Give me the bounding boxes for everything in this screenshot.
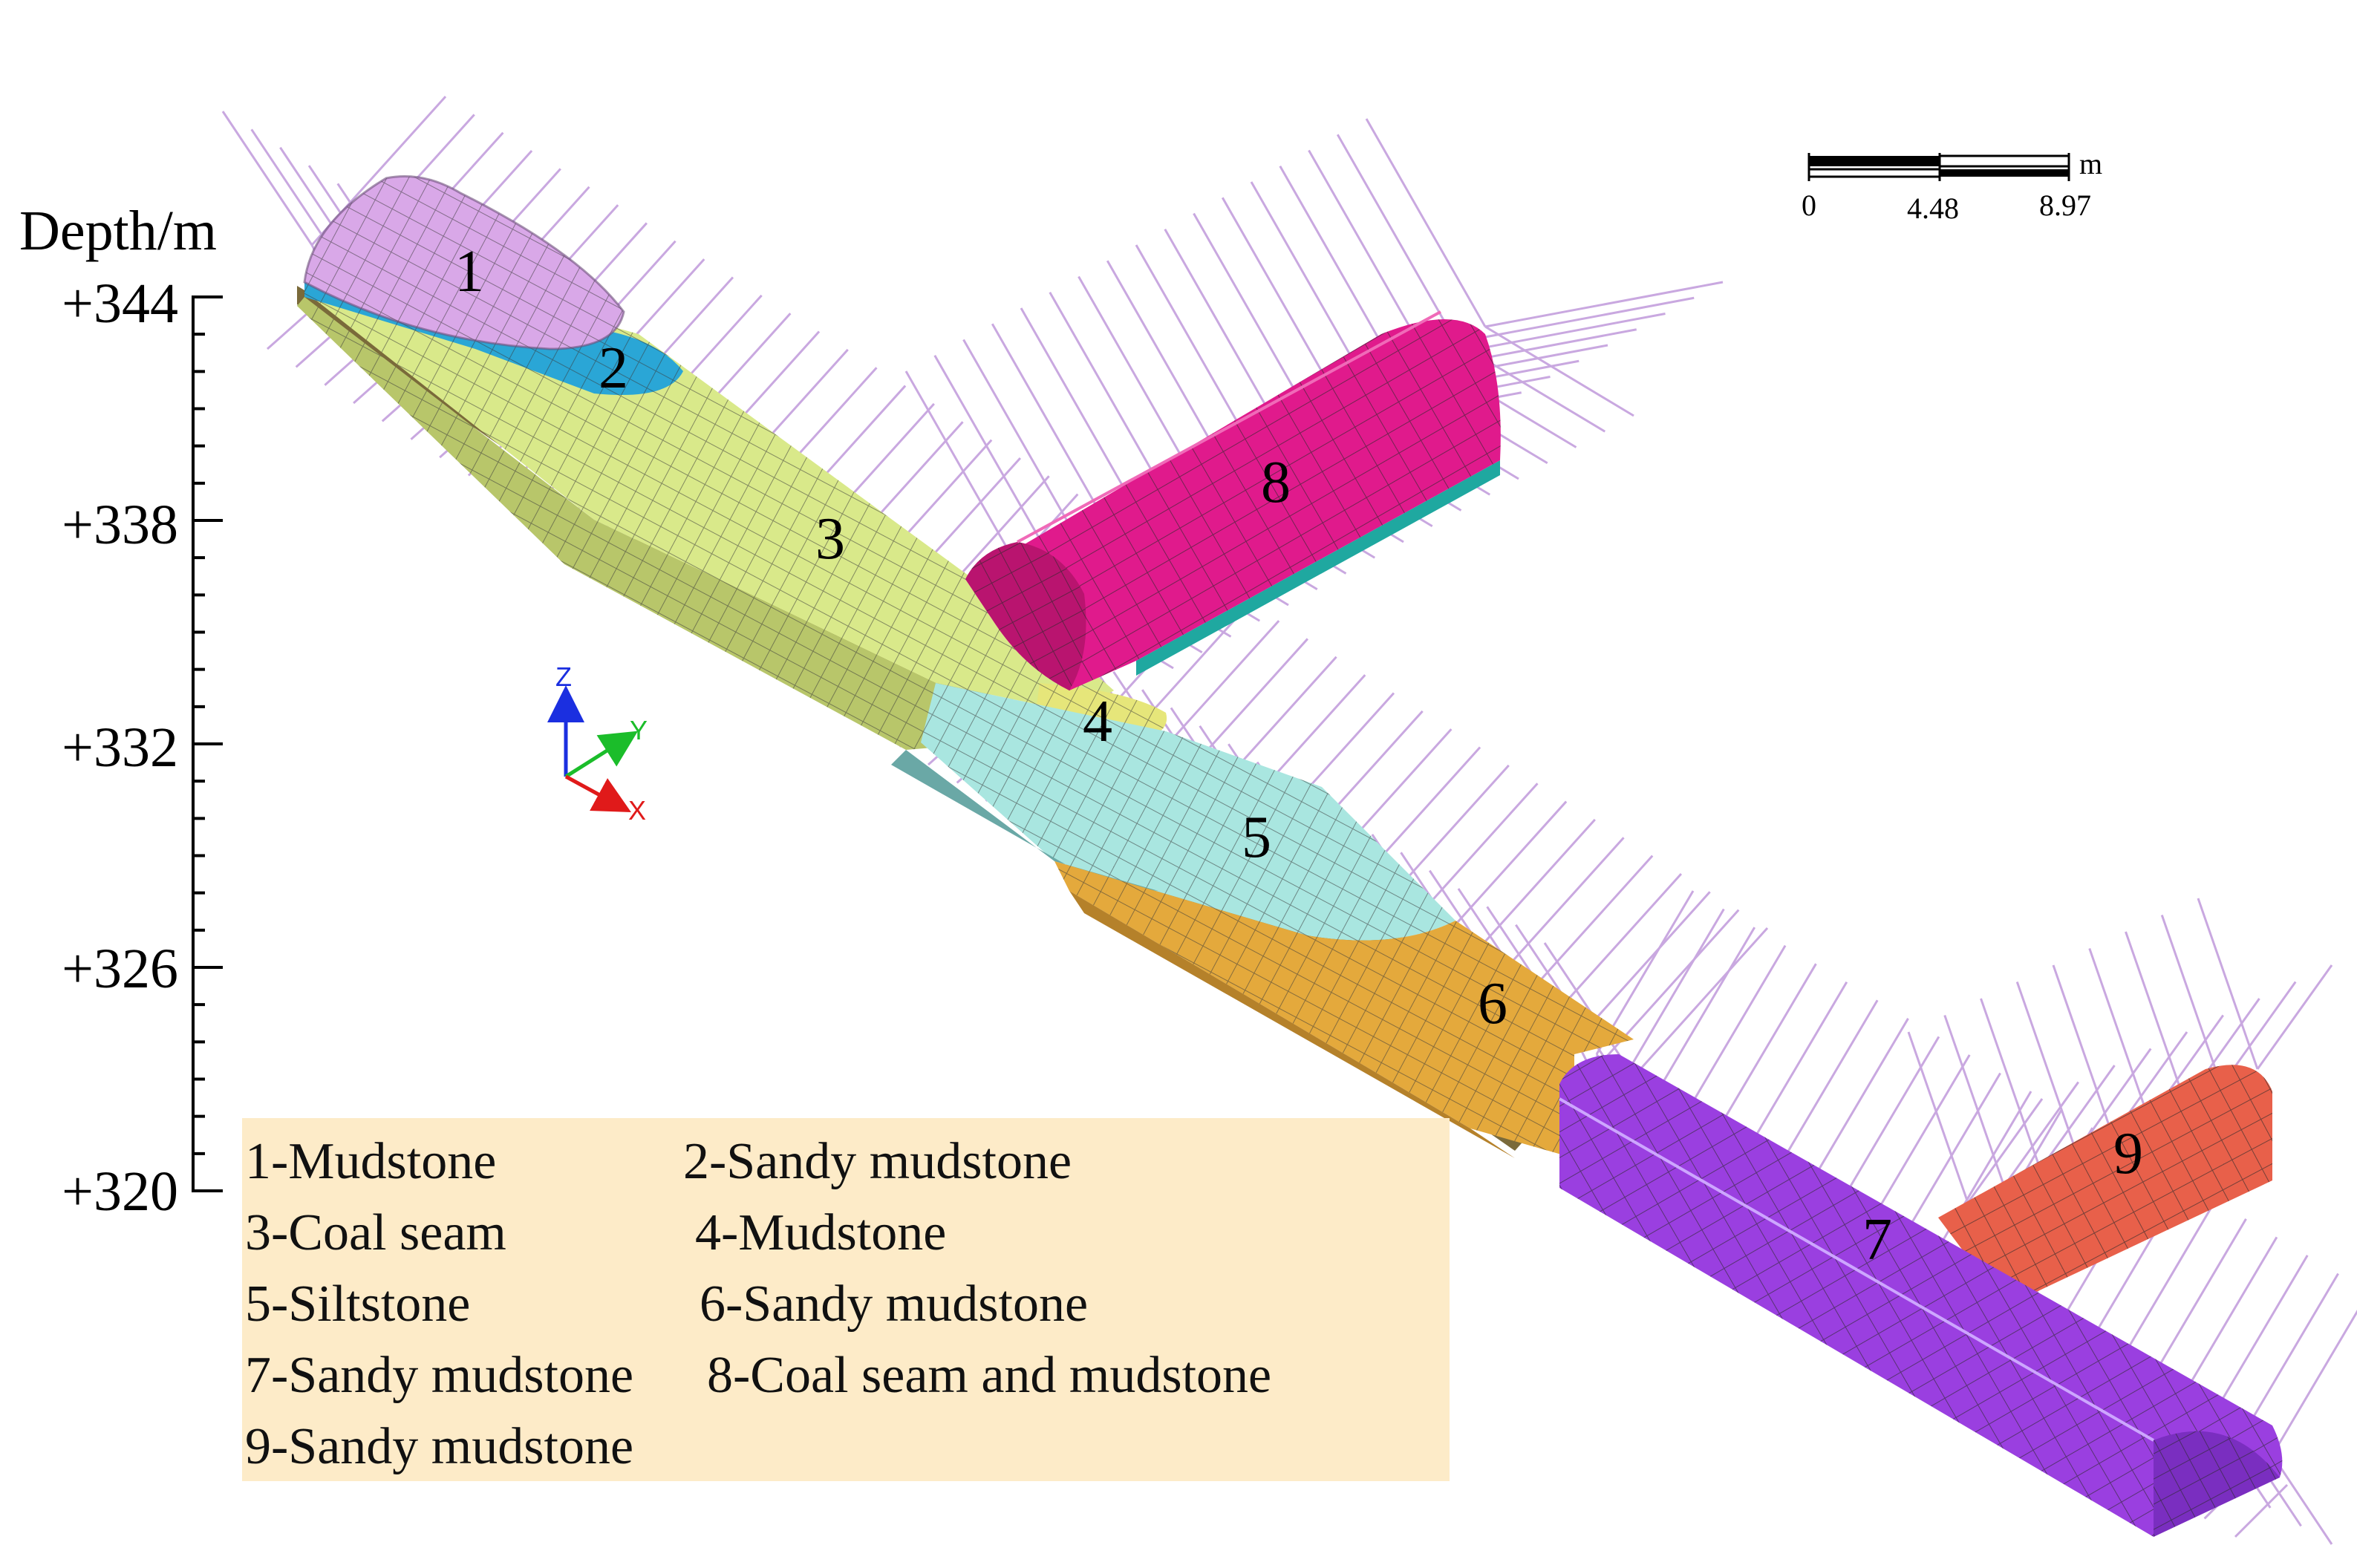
region-label-9: 9 [2113,1121,2143,1186]
rock-bolt [2088,948,2151,1120]
coordinate-triad: Z Y X [547,662,648,826]
region-number-labels: 1 2 3 4 5 6 7 8 9 [454,239,2143,1273]
rock-bolt [962,339,1083,549]
rock-bolt [1779,999,1879,1165]
rock-bolt [1687,944,1787,1110]
triad-y-label: Y [630,715,648,745]
rock-bolt [1135,244,1256,454]
rock-bolt [1626,908,1725,1074]
rock-bolt [221,111,313,246]
rock-bolt [2271,1310,2357,1456]
rock-bolt [2003,1081,2079,1187]
scale-bar-label-max: 8.97 [2039,189,2091,222]
region-label-1: 1 [454,239,484,304]
triad-x-label: X [628,795,646,826]
rock-bolt [1336,134,1458,343]
depth-tick-label-320: +320 [62,1160,178,1223]
region-label-5: 5 [1242,805,1271,870]
legend-item-2: 2-Sandy mudstone [683,1133,1072,1190]
legend-item-9: 9-Sandy mudstone [245,1418,634,1475]
region-7-sandy-mudstone-roadway [1559,1054,2283,1537]
rock-bolt [2015,981,2078,1153]
rock-bolt [1049,292,1170,501]
rock-bolt [1078,275,1199,486]
rock-bolt [2197,898,2259,1070]
rock-bolt [1841,1036,1940,1201]
rock-bolt [1632,927,1769,1078]
rock-bolt [2148,1218,2247,1383]
scale-bar: m 0 4.48 8.97 [1802,147,2102,225]
depth-tick-label-344: +344 [62,272,178,335]
rock-bolt [2179,1236,2278,1402]
scale-bar-unit: m [2079,147,2102,180]
rock-bolt [933,355,1055,564]
lithology-legend: 1-Mudstone 2-Sandy mudstone 3-Coal seam … [242,1118,1450,1481]
depth-tick-label-338: +338 [62,494,178,556]
rock-bolt [1455,296,1695,344]
rock-bolt [2117,1200,2217,1365]
region-label-3: 3 [815,506,845,572]
depth-tick-label-326: +326 [62,938,178,1000]
depth-axis: Depth/m +344 +338 +332 +326 +320 [19,200,223,1223]
legend-item-7: 7-Sandy mudstone [245,1347,634,1404]
depth-axis-ticks [192,295,223,1192]
rock-bolt [2234,1483,2289,1538]
rock-bolt [1657,927,1756,1091]
rock-bolt [1484,325,1634,417]
rock-bolt [1106,260,1228,469]
rock-bolt [1718,963,1817,1128]
region-8-coal-seam-and-mudstone-roadway [965,310,1501,690]
rock-bolt [2271,1454,2333,1545]
rock-bolt [2240,1273,2339,1438]
rock-bolt [1575,891,1711,1042]
legend-item-6: 6-Sandy mudstone [700,1275,1089,1333]
rock-bolt [2052,964,2114,1137]
region-9-sandy-mudstone-roadway [1938,1065,2272,1307]
main-inclined-roadway [297,175,1634,1158]
scale-bar-label-mid: 4.48 [1907,192,1959,225]
region-label-6: 6 [1478,971,1507,1036]
rock-bolt [1484,281,1724,328]
region-label-7: 7 [1862,1207,1892,1273]
region-label-8: 8 [1261,450,1291,515]
rock-bolt [2039,1065,2116,1170]
rock-bolt [1308,149,1429,359]
rock-bolt [991,323,1112,532]
rock-bolt [904,370,1026,580]
rock-bolt [1943,1015,2006,1186]
legend-item-8: 8-Coal seam and mudstone [707,1347,1272,1404]
rock-bolt [1020,307,1141,517]
rock-bolt [2256,964,2333,1070]
rock-bolt [1749,981,1848,1146]
depth-axis-title: Depth/m [19,200,217,262]
rock-bolt [1365,118,1487,327]
rock-bolt [1980,998,2041,1170]
legend-item-4: 4-Mudstone [695,1204,947,1261]
rock-bolt [1966,1098,2044,1203]
region-label-4: 4 [1083,689,1112,754]
region-label-2: 2 [599,336,628,401]
rock-bolt [1871,1054,1971,1219]
rock-bolt [2125,931,2186,1103]
triad-z-label: Z [555,662,572,692]
rock-bolt [2160,915,2223,1086]
legend-item-1: 1-Mudstone [245,1133,497,1190]
rock-bolt [1907,1031,1969,1203]
legend-item-3: 3-Coal seam [245,1204,506,1261]
depth-tick-label-332: +332 [62,716,178,779]
legend-item-5: 5-Siltstone [245,1275,471,1333]
rock-bolt [1810,1018,1909,1183]
scale-bar-label-0: 0 [1802,189,1816,222]
rock-bolt [1604,909,1740,1059]
rock-bolt [1164,229,1285,438]
rock-bolt [2209,1255,2309,1420]
